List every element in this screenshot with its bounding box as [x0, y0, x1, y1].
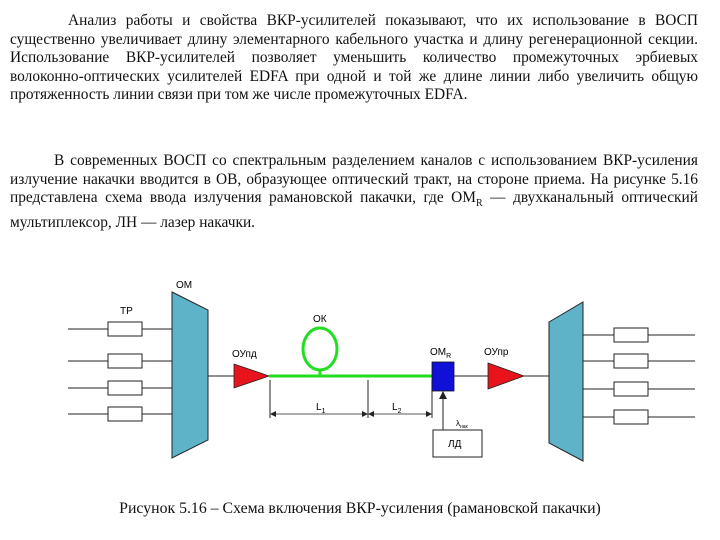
dim-l2-arrow-left [368, 411, 374, 417]
tx-box-2 [107, 353, 143, 369]
rx-box-3 [613, 381, 649, 397]
paragraph-1: Анализ работы и свойства ВКР-усилителей … [10, 12, 698, 104]
oupr-label: ОУпр [484, 347, 509, 358]
lambda-pump-label: λнак [456, 419, 469, 430]
figure-caption: Рисунок 5.16 – Схема включения ВКР-усиле… [119, 500, 601, 517]
transmitter-rows-left [68, 321, 172, 422]
rx-box-2 [613, 353, 649, 369]
receiver-rows-right [583, 327, 695, 425]
left-multiplexer [171, 291, 209, 459]
dim-l1-arrow-left [270, 411, 276, 417]
rx-box-1 [613, 327, 649, 343]
dim-l1-arrow-right [362, 411, 368, 417]
l2-label: L2 [392, 402, 402, 415]
tx-box-3 [107, 380, 143, 396]
ok-label: ОК [313, 314, 327, 325]
pump-arrow [439, 391, 447, 399]
om-label: ОМ [176, 280, 192, 291]
paragraph-2-part-2: — двухканальный оптический мультиплексор… [10, 189, 698, 231]
tx-box-1 [107, 321, 143, 337]
fiber-coil [301, 326, 339, 372]
om-r-multiplexer [431, 361, 455, 392]
om-r-subscript: R [475, 198, 483, 210]
paragraph-2-part-1: В современных ВОСП со спектральным разде… [10, 152, 698, 207]
tr-label: ТР [120, 306, 133, 317]
paragraph-2: В современных ВОСП со спектральным разде… [10, 152, 698, 232]
l1-label: L1 [316, 402, 326, 415]
tx-box-4 [107, 406, 143, 422]
dim-l2-arrow-right [426, 411, 432, 417]
transmit-amplifier [233, 363, 271, 389]
om-r-label: ОМR [430, 347, 451, 360]
oupd-label: ОУпд [232, 349, 257, 360]
rx-box-4 [613, 409, 649, 425]
pump-laser-box [432, 429, 483, 458]
right-demultiplexer [548, 301, 584, 462]
ld-label: ЛД [448, 439, 462, 450]
receive-amplifier [487, 362, 526, 390]
raman-pump-scheme-diagram: ОМ ТР ОУпд ОК L1 L2 ОМR λнак ЛД [68, 280, 695, 462]
